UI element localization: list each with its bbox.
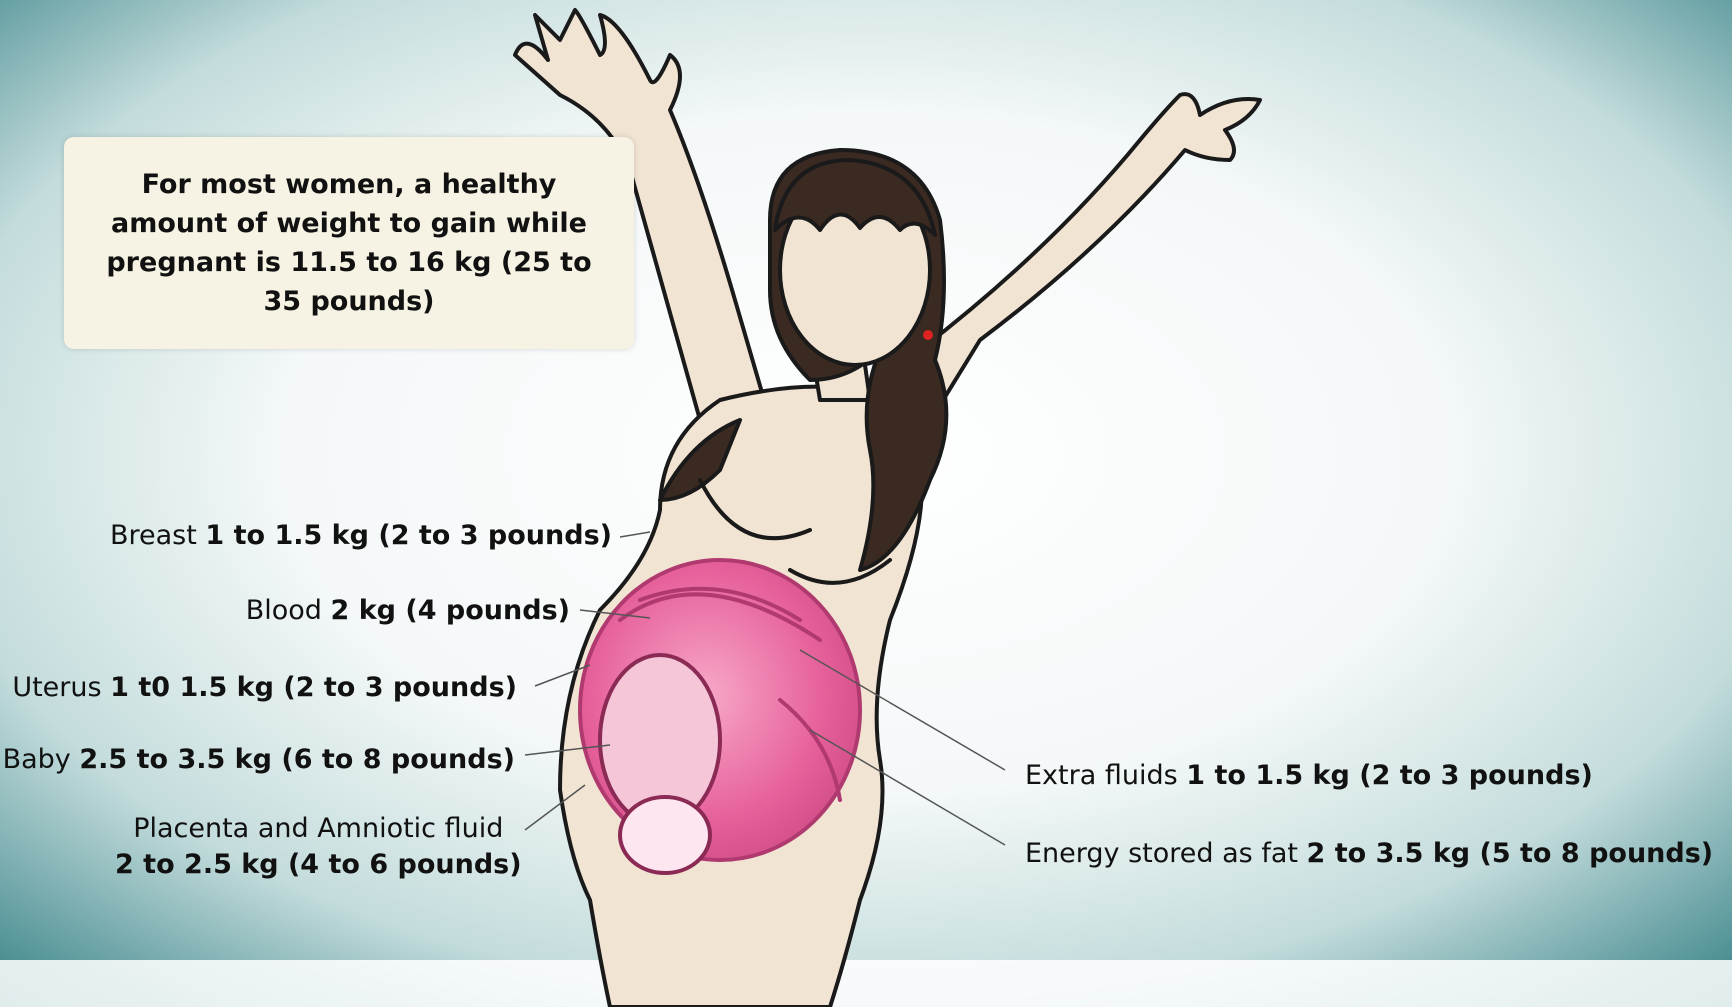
label-baby: Baby 2.5 to 3.5 kg (6 to 8 pounds) [3,742,515,778]
label-breast: Breast 1 to 1.5 kg (2 to 3 pounds) [110,518,612,554]
label-placenta: Placenta and Amniotic fluid 2 to 2.5 kg … [115,811,522,883]
callout-text: For most women, a healthy amount of weig… [84,165,614,321]
label-uterus: Uterus 1 t0 1.5 kg (2 to 3 pounds) [12,670,517,706]
label-extra-fluids: Extra fluids 1 to 1.5 kg (2 to 3 pounds) [1025,758,1593,794]
label-fat: Energy stored as fat 2 to 3.5 kg (5 to 8… [1025,836,1713,872]
label-blood: Blood 2 kg (4 pounds) [246,593,570,629]
weight-gain-callout: For most women, a healthy amount of weig… [64,137,634,349]
